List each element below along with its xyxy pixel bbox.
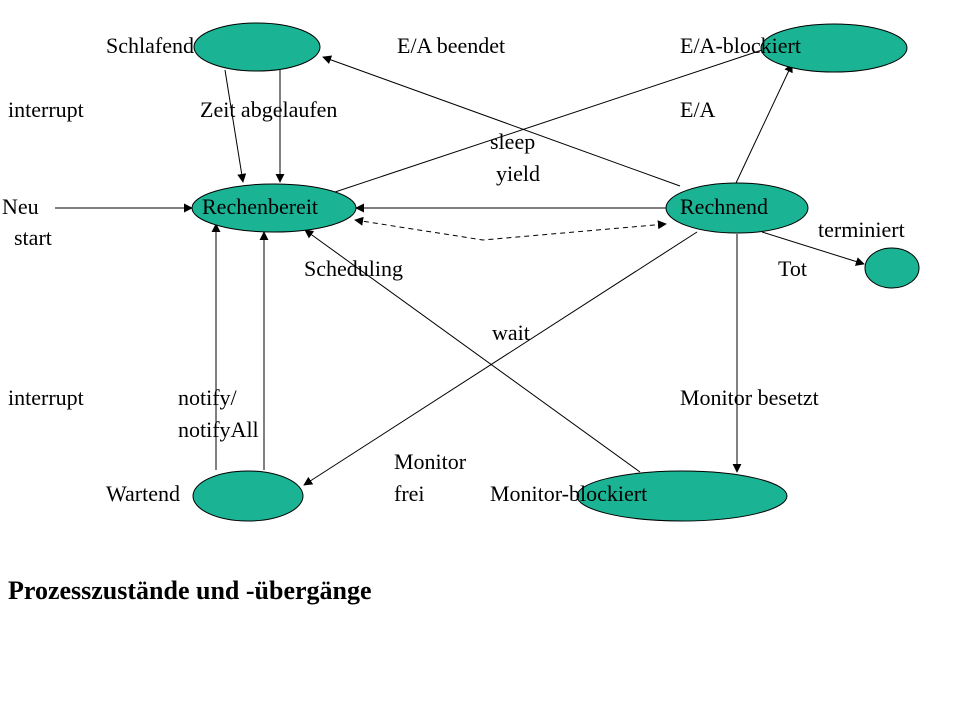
label-ea-beendet: E/A beendet <box>397 33 505 58</box>
edge-schlafend-to-rechenbereit-interrupt <box>224 69 247 183</box>
node-wartend <box>192 470 304 522</box>
node-rechenbereit <box>191 183 357 233</box>
edge-rechnend-to-tot <box>761 231 865 266</box>
label-scheduling: Scheduling <box>304 256 403 281</box>
label-monitor-besetzt: Monitor besetzt <box>680 385 819 410</box>
label-notify-all: notifyAll <box>178 417 259 442</box>
edge-eablockiert-to-rechenbereit <box>319 49 763 199</box>
transition-labels: E/A beendet interrupt Zeit abgelaufen E/… <box>8 33 905 506</box>
label-interrupt-top: interrupt <box>8 97 84 122</box>
node-schlafend <box>193 22 321 72</box>
label-ea: E/A <box>680 97 716 122</box>
label-frei: frei <box>394 481 425 506</box>
edge-rechnend-to-eablockiert <box>735 63 793 184</box>
label-monitor-blockiert: Monitor-blockiert <box>490 481 647 506</box>
label-wait: wait <box>492 320 530 345</box>
label-rechnend: Rechnend <box>680 194 768 219</box>
node-rechnend <box>665 182 809 234</box>
edge-rechnend-to-schlafend <box>322 55 681 187</box>
node-ea-blockiert <box>760 23 908 73</box>
node-monitor-blockiert <box>576 470 788 522</box>
label-monitor: Monitor <box>394 449 467 474</box>
label-terminiert: terminiert <box>818 217 905 242</box>
label-start: start <box>14 225 52 250</box>
edge-monitorblockiert-to-rechenbereit <box>304 229 641 473</box>
edge-rechnend-to-wartend <box>303 231 698 486</box>
label-zeit-abgelaufen: Zeit abgelaufen <box>200 97 337 122</box>
label-interrupt-bottom: interrupt <box>8 385 84 410</box>
label-tot: Tot <box>778 256 807 281</box>
state-nodes <box>191 22 920 522</box>
label-ea-blockiert: E/A-blockiert <box>680 33 801 58</box>
label-rechenbereit: Rechenbereit <box>202 194 318 219</box>
label-wartend: Wartend <box>106 481 180 506</box>
label-sleep: sleep <box>490 129 535 154</box>
edge-scheduling-dashed <box>354 216 667 241</box>
diagram-title: Prozesszustände und -übergänge <box>8 576 372 605</box>
label-neu: Neu <box>2 194 39 219</box>
label-schlafend: Schlafend <box>106 33 194 58</box>
label-yield: yield <box>496 161 540 186</box>
state-labels: Schlafend E/A-blockiert Neu Rechenbereit… <box>2 33 807 506</box>
transition-edges <box>55 49 865 486</box>
node-tot <box>864 247 920 289</box>
label-notify: notify/ <box>178 385 238 410</box>
